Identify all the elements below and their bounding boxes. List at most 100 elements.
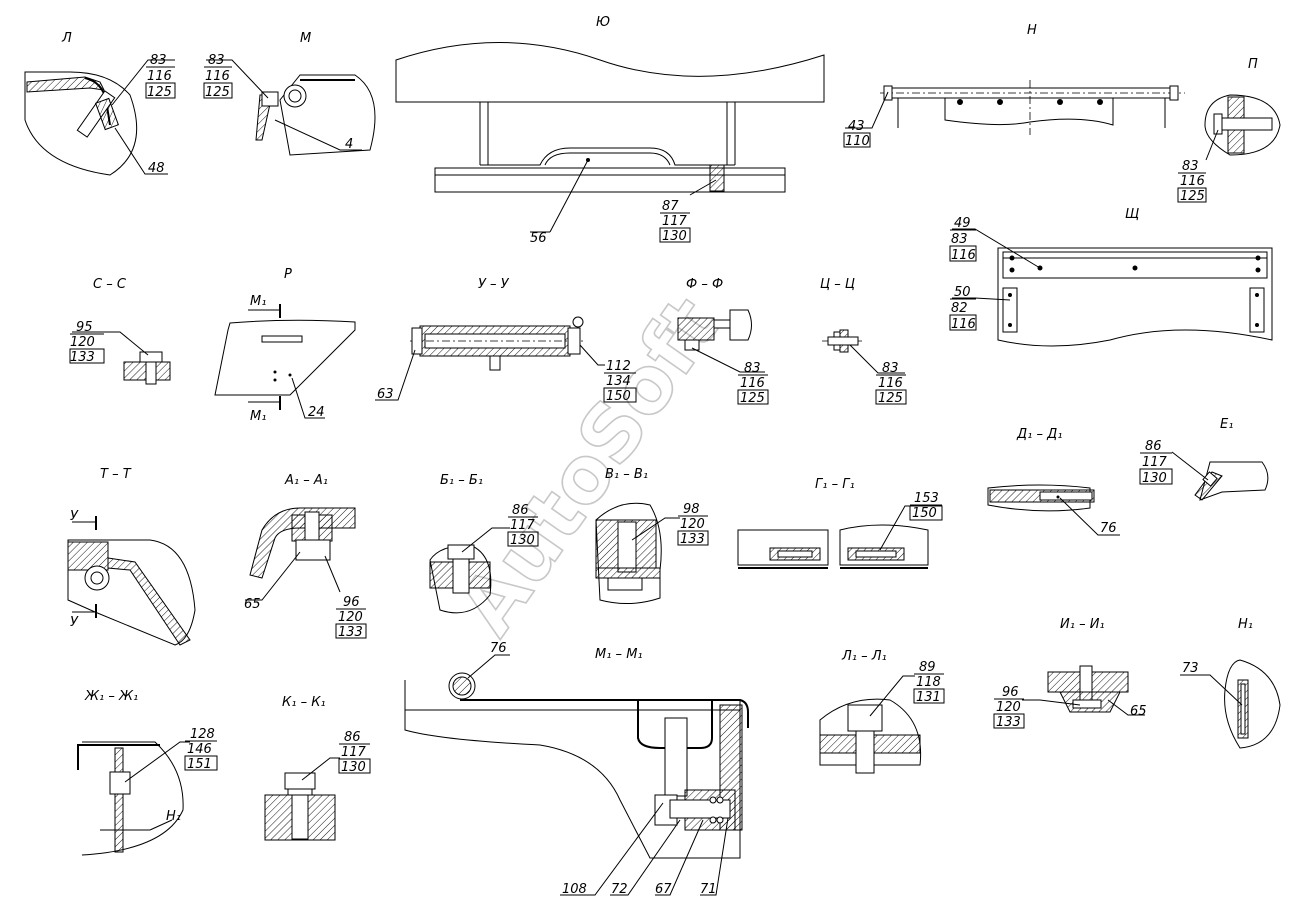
svg-text:130: 130 — [1142, 471, 1167, 486]
svg-text:116: 116 — [740, 376, 765, 391]
svg-text:117: 117 — [341, 745, 367, 760]
view-UU: У – У 63 112 134 150 — [375, 277, 637, 404]
callout-50-82-116: 50 82 116 — [949, 285, 977, 332]
callout-43-110: 43 110 — [843, 119, 871, 149]
svg-text:98: 98 — [683, 502, 700, 517]
svg-text:117: 117 — [1142, 455, 1168, 470]
view-title: Ю — [596, 15, 610, 30]
view-title: В₁ – В₁ — [605, 467, 648, 482]
callout-4: 4 — [345, 137, 353, 152]
view-N: Н 43 110 — [843, 23, 1185, 149]
svg-text:131: 131 — [916, 690, 941, 705]
view-title: А₁ – А₁ — [284, 473, 328, 488]
view-title: К₁ – К₁ — [282, 695, 326, 710]
view-title: Ц – Ц — [820, 277, 855, 292]
view-title: Ф – Ф — [686, 277, 723, 292]
view-V1: В₁ – В₁ 98 120 133 — [595, 467, 709, 604]
view-title: И₁ – И₁ — [1060, 617, 1105, 632]
svg-text:130: 130 — [510, 533, 535, 548]
svg-text:133: 133 — [70, 350, 95, 365]
cut-label: У — [70, 509, 79, 524]
svg-text:116: 116 — [147, 69, 172, 84]
view-L: Л 83 116 125 48 — [24, 31, 176, 176]
view-title: Б₁ – Б₁ — [440, 473, 483, 488]
view-B1: Б₁ – Б₁ 86 117 130 — [429, 473, 539, 614]
callout-65: 65 — [244, 597, 261, 612]
svg-text:120: 120 — [338, 610, 363, 625]
svg-text:96: 96 — [1002, 685, 1019, 700]
view-title: М₁ – М₁ — [595, 647, 643, 662]
callout-86-117-130: 86 117 130 — [507, 503, 539, 548]
view-I1: И₁ – И₁ 65 96 120 133 — [993, 617, 1147, 730]
svg-text:116: 116 — [951, 317, 976, 332]
callout-76: 76 — [490, 641, 507, 656]
svg-text:89: 89 — [919, 660, 936, 675]
view-R: Р М₁ М₁ 24 — [214, 267, 356, 424]
svg-text:117: 117 — [662, 214, 688, 229]
svg-text:116: 116 — [878, 376, 903, 391]
svg-text:116: 116 — [951, 248, 976, 263]
view-title: Е₁ — [1220, 417, 1233, 432]
svg-text:118: 118 — [916, 675, 941, 690]
svg-text:125: 125 — [205, 85, 230, 100]
view-title: У – У — [478, 277, 510, 292]
view-SS: С – С 95 120 133 — [69, 277, 171, 385]
svg-text:95: 95 — [76, 320, 93, 335]
callout-96-120-133: 96 120 133 — [993, 685, 1025, 730]
callout-72: 72 — [611, 882, 628, 897]
svg-text:146: 146 — [187, 742, 212, 757]
callout-108: 108 — [562, 882, 587, 897]
view-title: Ж₁ – Ж₁ — [84, 689, 138, 704]
view-title: Н — [1027, 23, 1037, 38]
svg-text:130: 130 — [662, 229, 687, 244]
callout-112-134-150: 112 134 150 — [603, 359, 637, 404]
svg-text:86: 86 — [1145, 439, 1162, 454]
callout-98-120-133: 98 120 133 — [677, 502, 709, 547]
view-title: Д₁ – Д₁ — [1016, 427, 1063, 442]
callout-48: 48 — [148, 161, 165, 176]
callout-153-150: 153 150 — [909, 491, 943, 521]
view-N1: Н₁ 73 — [1180, 617, 1281, 749]
callout-86-117-130: 86 117 130 — [338, 730, 371, 775]
callout-63: 63 — [377, 387, 394, 402]
view-title: Л₁ – Л₁ — [841, 649, 887, 664]
svg-text:150: 150 — [912, 506, 937, 521]
view-title: Щ — [1125, 207, 1139, 222]
svg-text:120: 120 — [680, 517, 705, 532]
svg-text:153: 153 — [914, 491, 939, 506]
svg-text:120: 120 — [996, 700, 1021, 715]
view-D1: Д₁ – Д₁ 76 — [987, 427, 1120, 536]
svg-text:83: 83 — [744, 361, 761, 376]
callout-83-116-125: 83 116 125 — [875, 361, 907, 406]
view-G1: Г₁ – Г₁ 153 150 — [737, 477, 943, 569]
svg-text:50: 50 — [954, 285, 971, 300]
callout-96-120-133: 96 120 133 — [335, 595, 367, 640]
callout-65: 65 — [1130, 704, 1147, 719]
view-title: Г₁ – Г₁ — [815, 477, 855, 492]
view-title: С – С — [93, 277, 127, 292]
svg-text:96: 96 — [343, 595, 360, 610]
svg-text:125: 125 — [740, 391, 765, 406]
svg-text:83: 83 — [150, 53, 167, 68]
svg-text:116: 116 — [205, 69, 230, 84]
view-M1: М₁ – М₁ 76 108 72 67 71 — [404, 641, 749, 897]
svg-text:133: 133 — [338, 625, 363, 640]
svg-text:83: 83 — [1182, 159, 1199, 174]
svg-text:120: 120 — [70, 335, 95, 350]
callout-128-146-151: 128 146 151 — [184, 727, 218, 772]
svg-text:133: 133 — [996, 715, 1021, 730]
callout-86-117-130: 86 117 130 — [1139, 439, 1173, 486]
svg-text:83: 83 — [882, 361, 899, 376]
view-SHCH: Щ 49 83 116 50 82 116 — [949, 207, 1273, 347]
view-E1: Е₁ 86 117 130 — [1139, 417, 1269, 501]
view-YU: Ю 56 87 117 130 — [395, 15, 825, 246]
callout-83-116-125: 83 116 125 — [737, 361, 769, 406]
callout-87-117-130: 87 117 130 — [659, 199, 691, 244]
svg-text:49: 49 — [954, 216, 971, 231]
svg-text:150: 150 — [606, 389, 631, 404]
svg-text:151: 151 — [187, 757, 212, 772]
svg-text:125: 125 — [878, 391, 903, 406]
view-title: Н₁ — [1238, 617, 1253, 632]
callout-73: 73 — [1182, 661, 1199, 676]
svg-text:82: 82 — [951, 301, 968, 316]
